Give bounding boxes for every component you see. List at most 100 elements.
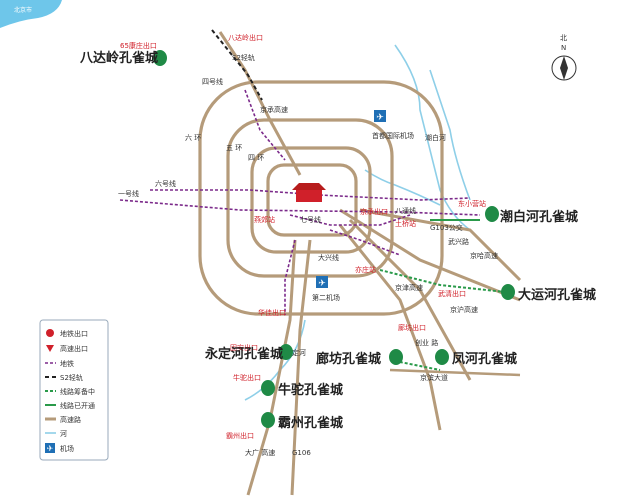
label-line6: 六号线	[155, 179, 176, 188]
hw-jingjin	[338, 224, 442, 431]
green-planned-2	[389, 359, 441, 371]
legend-text-open: 线路已开通	[60, 401, 95, 410]
label-jingcheng: 京承高速	[260, 105, 288, 114]
metro-line-1	[119, 199, 481, 216]
pin-fenghe[interactable]	[435, 349, 449, 365]
highway-exit-icon	[46, 345, 54, 352]
metro-line-4	[244, 89, 286, 161]
legend-text-planned: 线路筹备中	[60, 387, 95, 396]
ring-6	[198, 80, 444, 316]
pin-langfang[interactable]	[389, 349, 403, 365]
metro-exit-icon	[46, 329, 54, 337]
airport-icon-1: ✈	[374, 110, 386, 123]
exit-kangzhuang: 65康庄出口	[120, 41, 157, 50]
label-chuangye: 创业 路	[415, 338, 438, 347]
airport-icon: ✈	[45, 443, 55, 453]
label-g106: G106	[292, 449, 311, 457]
label-s2: S2轻轨	[232, 53, 255, 62]
compass-icon	[551, 55, 577, 81]
city-langfang[interactable]: 廊坊孔雀城	[316, 351, 381, 367]
river-branch	[429, 69, 471, 201]
label-jingha: 京哈高速	[470, 251, 498, 260]
pin-yongding[interactable]	[279, 344, 293, 360]
city-fenghe[interactable]: 凤河孔雀城	[452, 351, 517, 367]
label-line1: 一号线	[118, 189, 139, 198]
svg-text:✈: ✈	[376, 113, 384, 123]
label-line7: 七号线	[300, 215, 321, 224]
label-jingjin: 京津高速	[395, 283, 423, 292]
label-yongding: 永定河	[285, 348, 306, 357]
hw-jingzang	[218, 31, 302, 176]
exit-dongxiaoying: 东小营站	[458, 199, 486, 208]
metro-yizhuang	[329, 229, 401, 256]
ring-3	[266, 163, 358, 237]
exit-wuqing: 武清出口	[438, 289, 466, 298]
s2-line	[211, 29, 263, 101]
label-jinghugao: 京沪高速	[450, 305, 478, 314]
tiananmen-icon	[292, 183, 326, 202]
river-chaobai	[394, 44, 471, 231]
airport-capital-label: 首都国际机场	[372, 131, 414, 140]
exit-badaling: 八达岭出口	[228, 33, 263, 42]
airport-second-label: 第二机场	[312, 293, 340, 302]
compass-north-n: N	[561, 44, 566, 52]
airport-icon-2: ✈	[316, 276, 328, 289]
legend-text-highway: 高速路	[60, 415, 81, 424]
exit-yanjiao: 燕郊站	[254, 215, 275, 224]
legend-text-metro-exit: 地铁出口	[60, 329, 88, 338]
ring-4	[250, 146, 372, 254]
green-planned-1	[379, 269, 506, 293]
legend-text-river: 河	[60, 430, 67, 438]
pin-niutuo[interactable]	[261, 380, 275, 396]
label-wuxing: 武兴路	[448, 237, 469, 246]
pin-chaobai[interactable]	[485, 206, 499, 222]
svg-text:✈: ✈	[318, 279, 326, 289]
metro-line-7	[289, 214, 411, 226]
city-badaling[interactable]: 八达岭孔雀城	[79, 50, 158, 66]
exit-niutuo: 牛驼出口	[233, 373, 261, 382]
label-jingbin: 京滨大道	[420, 373, 448, 382]
label-daguang: 大广 高速	[245, 448, 275, 457]
legend-text-highway-exit: 高速出口	[60, 344, 88, 353]
exit-yizhuang: 亦庄站	[355, 265, 376, 274]
hw-daguang	[246, 239, 297, 496]
label-chaobai: 潮白河	[425, 133, 446, 142]
label-ring5: 五 环	[226, 144, 242, 152]
city-dayunhe[interactable]: 大运河孔雀城	[518, 287, 596, 303]
legend-text-airport: 机场	[60, 444, 74, 453]
exit-jingcheng: 京承出口	[360, 207, 388, 216]
pin-dayunhe[interactable]	[501, 284, 515, 300]
label-ring6: 六 环	[185, 133, 201, 142]
exit-huajia: 华佳出口	[258, 308, 286, 317]
road-jingbin	[389, 368, 521, 377]
city-niutuo[interactable]: 牛驼孔雀城	[278, 382, 343, 398]
metro-daxing	[284, 239, 296, 315]
hw-jingha	[339, 208, 521, 302]
hw-jingping	[359, 208, 522, 282]
exit-langfang: 廊坊出口	[398, 323, 426, 332]
city-chaobai[interactable]: 潮白河孔雀城	[500, 209, 578, 225]
exit-bazhou: 霸州出口	[226, 431, 254, 440]
label-ring4: 四 环	[248, 154, 264, 162]
label-g103: G103公交	[430, 223, 463, 232]
corner-water	[0, 0, 62, 28]
label-baitong: 八通线	[395, 206, 416, 215]
label-daxing: 大兴线	[318, 253, 339, 262]
legend: 地铁出口 高速出口 地铁 S2轻轨 线路筹备中 线路已开通 高速路 河 ✈ 机场	[39, 319, 109, 461]
hw-g106	[290, 239, 312, 496]
legend-text-metro: 地铁	[60, 359, 74, 368]
pin-bazhou[interactable]	[261, 412, 275, 428]
svg-text:✈: ✈	[47, 444, 54, 453]
exit-guan: 固安出口	[230, 343, 258, 352]
hw-jinghu	[348, 218, 472, 381]
river-canal	[364, 169, 441, 206]
compass-north-cn: 北	[560, 34, 567, 42]
label-line4: 四号线	[202, 77, 223, 86]
city-bazhou[interactable]: 霸州孔雀城	[278, 415, 343, 431]
legend-text-s2: S2轻轨	[60, 373, 83, 382]
pin-badaling[interactable]	[153, 50, 167, 66]
city-yongding[interactable]: 永定河孔雀城	[204, 346, 283, 362]
corner-tag: 北京市	[14, 6, 32, 14]
